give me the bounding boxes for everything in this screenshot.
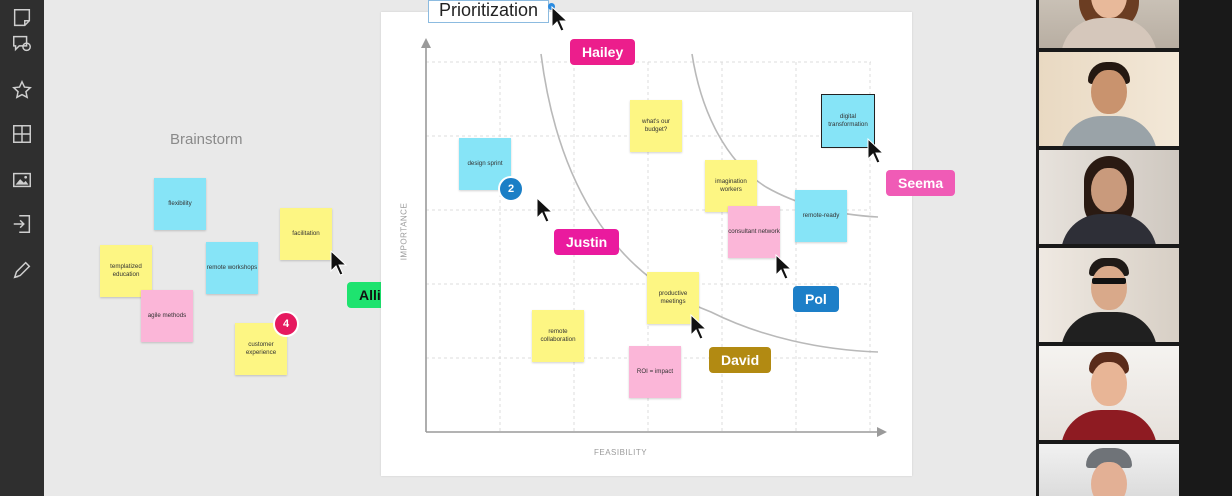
sticky-note[interactable]: agile methods: [141, 290, 193, 342]
sticky-note[interactable]: remote collaboration: [532, 310, 584, 362]
import-icon[interactable]: [6, 208, 38, 240]
sticky-note-text: customer experience: [245, 341, 277, 356]
sticky-note-text: remote collaboration: [540, 328, 576, 343]
sticky-note-text: facilitation: [292, 230, 320, 237]
collaborator-tag-hailey: Hailey: [570, 39, 636, 65]
sticky-note-text: remote workshops: [206, 264, 258, 271]
y-axis-label: IMPORTANCE: [399, 202, 409, 261]
cursor-icon: [551, 6, 569, 32]
video-tile[interactable]: [1039, 248, 1179, 342]
prioritization-board[interactable]: FEASIBILITY IMPORTANCE design sprint wha…: [381, 12, 912, 476]
brainstorm-heading: Brainstorm: [170, 131, 243, 148]
board-title[interactable]: Prioritization: [428, 0, 550, 23]
sticky-note[interactable]: consultant network: [728, 206, 780, 258]
sticky-note-text: productive meetings: [658, 290, 688, 305]
video-tile[interactable]: [1039, 346, 1179, 440]
video-call-panel: [1036, 0, 1232, 496]
sticky-note-text: remote-ready: [802, 212, 840, 219]
collaborator-tag-seema: Seema: [886, 170, 956, 196]
sticky-note-text: agile methods: [147, 312, 187, 319]
pol-cursor-icon: [775, 254, 793, 280]
sticky-note[interactable]: digital transformation: [821, 94, 875, 148]
seema-cursor-icon: [867, 138, 885, 164]
sticky-note[interactable]: imagination workers: [705, 160, 757, 212]
image-icon[interactable]: [6, 164, 38, 196]
sticky-note-icon[interactable]: [6, 2, 38, 34]
alli-cursor-icon: [330, 250, 348, 276]
grid-icon[interactable]: [6, 118, 38, 150]
video-tile[interactable]: [1039, 0, 1179, 48]
sticky-note-text: imagination workers: [715, 178, 747, 193]
video-tile[interactable]: [1039, 52, 1179, 146]
sticky-note-text: ROI = impact: [636, 368, 674, 375]
x-axis-label: FEASIBILITY: [594, 448, 648, 457]
sticky-note-text: what's our budget?: [641, 118, 670, 133]
vote-count-badge: 4: [273, 311, 299, 337]
sticky-note-text: design sprint: [467, 160, 503, 167]
sticky-note[interactable]: ROI = impact: [629, 346, 681, 398]
sticky-note[interactable]: flexibility: [154, 178, 206, 230]
sticky-note[interactable]: what's our budget?: [630, 100, 682, 152]
sticky-note[interactable]: productive meetings: [647, 272, 699, 324]
collaborator-tag-pol: Pol: [793, 286, 839, 312]
justin-cursor-icon: [536, 197, 554, 223]
sticky-note-text: digital transformation: [828, 113, 868, 128]
video-tile[interactable]: [1039, 150, 1179, 244]
vote-count-badge: 2: [498, 176, 524, 202]
matrix-grid: [421, 38, 887, 437]
video-tile[interactable]: [1039, 444, 1179, 496]
left-toolbar: [0, 0, 44, 496]
david-cursor-icon: [690, 314, 708, 340]
sticky-note-text: consultant network: [728, 228, 780, 235]
sticky-note[interactable]: remote-ready: [795, 190, 847, 242]
collaborator-tag-david: David: [709, 347, 772, 373]
pen-icon[interactable]: [6, 254, 38, 286]
star-icon[interactable]: [6, 74, 38, 106]
sticky-note[interactable]: templatized education: [100, 245, 152, 297]
sticky-note[interactable]: facilitation: [280, 208, 332, 260]
sticky-note-text: templatized education: [110, 263, 142, 278]
collaborator-tag-justin: Justin: [554, 229, 620, 255]
comment-icon[interactable]: [6, 28, 38, 60]
sticky-note-text: flexibility: [168, 200, 192, 207]
sticky-note[interactable]: remote workshops: [206, 242, 258, 294]
